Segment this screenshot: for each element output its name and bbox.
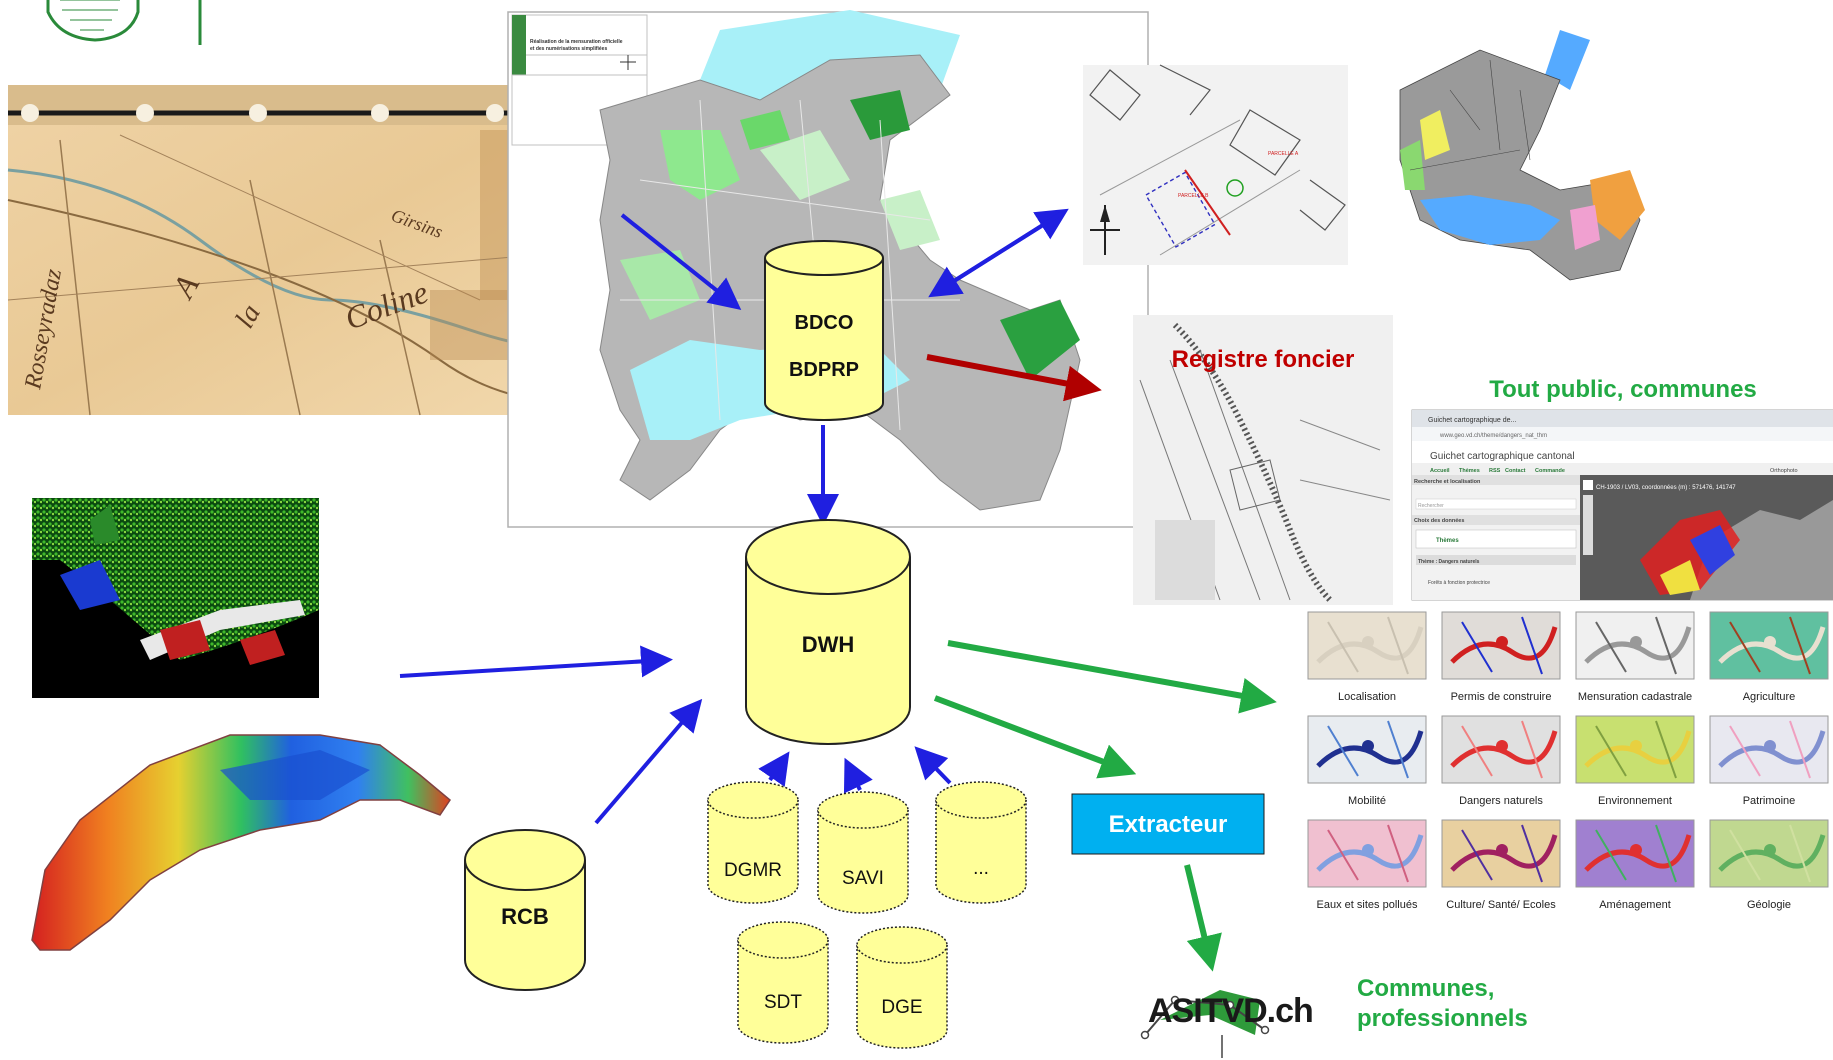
db-label-dwh: DWH xyxy=(802,632,855,657)
lidar-image xyxy=(32,498,319,698)
bathymetry-lake-image xyxy=(31,734,451,951)
browser-tab-title[interactable]: Guichet cartographique de... xyxy=(1428,417,1516,424)
db-label-rcb: RCB xyxy=(501,904,549,929)
arrow-rcb-to-dwh xyxy=(594,698,703,825)
db-bdco-bdprp: BDCO BDPRP xyxy=(764,240,884,421)
arrow-savi-to-dwh xyxy=(843,757,873,794)
browser-data-choice: Choix des données xyxy=(1414,518,1464,524)
communes-map xyxy=(1399,30,1645,281)
tout-public-label: Tout public, communes xyxy=(1489,376,1757,403)
theme-label-mensuration-cadastrale: Mensuration cadastrale xyxy=(1578,691,1692,703)
db-dwh: DWH xyxy=(745,519,911,745)
theme-label-dangers-naturels: Dangers naturels xyxy=(1459,795,1543,807)
parcel-b-label: PARCELLE B xyxy=(1178,193,1209,199)
theme-thumbnail-eaux-et-sites-pollu-s[interactable]: Eaux et sites pollués xyxy=(1307,819,1427,911)
theme-thumbnail-g-ologie[interactable]: Géologie xyxy=(1709,819,1829,911)
theme-label-patrimoine: Patrimoine xyxy=(1743,795,1796,807)
theme-thumbnails: Localisation Permis de construire Mensurat… xyxy=(1307,611,1829,911)
db-label-savi: SAVI xyxy=(842,868,884,889)
browser-search-input[interactable]: Rechercher xyxy=(1418,503,1444,509)
db-dge: DGE xyxy=(856,926,948,1049)
theme-thumbnail-am-nagement[interactable]: Aménagement xyxy=(1575,819,1695,911)
db-sdt: SDT xyxy=(737,921,829,1044)
registre-foncier-plan xyxy=(1133,315,1393,605)
arrow-survey-to-bdco xyxy=(928,211,1064,298)
theme-thumbnail-patrimoine[interactable]: Patrimoine xyxy=(1709,715,1829,807)
theme-thumbnail-culture-sant-ecoles[interactable]: Culture/ Santé/ Ecoles xyxy=(1441,819,1561,911)
vaud-shield-logo xyxy=(46,0,202,45)
browser-search-label: Recherche et localisation xyxy=(1414,479,1481,485)
map-title-line1: Réalisation de la mensuration officielle xyxy=(530,39,623,45)
theme-label-permis-de-construire: Permis de construire xyxy=(1451,691,1552,703)
database-cylinders: BDCO BDPRP DWH RCB DGMR SAVI... SDT DGE xyxy=(464,240,1027,1049)
theme-thumbnail-mobilit[interactable]: Mobilité xyxy=(1307,715,1427,807)
extracteur-box: Extracteur xyxy=(1071,793,1265,855)
db-label-bdprp: BDPRP xyxy=(789,359,859,381)
theme-thumbnail-permis-de-construire[interactable]: Permis de construire xyxy=(1441,611,1561,703)
db-label-sdt: SDT xyxy=(764,992,802,1013)
browser-nav-1[interactable]: Thèmes xyxy=(1459,468,1480,474)
db-savi: SAVI xyxy=(817,791,909,914)
db-label-bdco: BDCO xyxy=(795,312,854,334)
asit-vd-logo: ASITVD.ch xyxy=(1140,990,1314,1058)
communes-pro-label-line1: Communes, xyxy=(1357,975,1494,1002)
browser-coords: CH-1903 / LV03, coordonnées (m) : 571476… xyxy=(1596,485,1736,491)
browser-layer-1[interactable]: Forêts à fonction protectrice xyxy=(1428,580,1490,586)
browser-basemap[interactable]: Orthophoto xyxy=(1770,468,1798,474)
arrow-extracteur-to-asit xyxy=(1184,864,1222,972)
theme-label-am-nagement: Aménagement xyxy=(1599,899,1671,911)
db-label-dge: DGE xyxy=(881,997,922,1018)
asit-logo-text: ASITVD.ch xyxy=(1148,992,1313,1030)
db-rcb: RCB xyxy=(464,829,586,991)
theme-thumbnail-mensuration-cadastrale[interactable]: Mensuration cadastrale xyxy=(1575,611,1695,703)
browser-theme-name: Thème : Dangers naturels xyxy=(1418,559,1480,565)
communes-pro-label-line2: professionnels xyxy=(1357,1005,1528,1032)
arrow-plan-to-bdco xyxy=(620,213,742,310)
theme-thumbnail-agriculture[interactable]: Agriculture xyxy=(1709,611,1829,703)
db-label-dgmr: DGMR xyxy=(724,860,782,881)
north-arrow-icon xyxy=(1090,205,1120,255)
parcel-a-label: PARCELLE A xyxy=(1268,151,1299,157)
extracteur-label: Extracteur xyxy=(1109,811,1228,838)
map-title-line2: et des numérisations simplifiées xyxy=(530,46,607,52)
theme-label-mobilit: Mobilité xyxy=(1348,795,1386,807)
db-label-more: ... xyxy=(973,858,989,879)
browser-nav-3[interactable]: Contact xyxy=(1505,468,1526,474)
arrow-dwh-to-extracteur xyxy=(933,695,1137,779)
arrow-dwh-to-themes xyxy=(947,640,1277,714)
survey-plan-image: PARCELLE A PARCELLE B xyxy=(1083,64,1348,265)
theme-label-agriculture: Agriculture xyxy=(1743,691,1796,703)
browser-nav-0[interactable]: Accueil xyxy=(1430,468,1450,474)
theme-thumbnail-environnement[interactable]: Environnement xyxy=(1575,715,1695,807)
browser-nav-4[interactable]: Commande xyxy=(1535,468,1565,474)
browser-themes-select[interactable]: Thèmes xyxy=(1436,538,1459,544)
browser-nav-2[interactable]: RSS xyxy=(1489,468,1501,474)
theme-label-g-ologie: Géologie xyxy=(1747,899,1791,911)
registre-foncier-label: Registre foncier xyxy=(1172,346,1355,373)
arrow-bdco-to-registre xyxy=(926,354,1102,402)
browser-app-title: Guichet cartographique cantonal xyxy=(1430,451,1575,462)
theme-label-environnement: Environnement xyxy=(1598,795,1672,807)
db-dgmr: DGMR xyxy=(707,781,799,904)
browser-url[interactable]: www.geo.vd.ch/theme/dangers_nat_thm xyxy=(1439,433,1547,439)
theme-label-eaux-et-sites-pollu-s: Eaux et sites pollués xyxy=(1317,899,1418,911)
theme-thumbnail-dangers-naturels[interactable]: Dangers naturels xyxy=(1441,715,1561,807)
browser-screenshot: Guichet cartographique de... www.geo.vd.… xyxy=(1411,409,1833,601)
db-more: ... xyxy=(935,781,1027,904)
arrows xyxy=(399,208,1277,972)
theme-label-localisation: Localisation xyxy=(1338,691,1396,703)
arrow-more-to-dwh xyxy=(914,746,952,785)
arrow-dgmr-to-dwh xyxy=(758,751,790,787)
theme-thumbnail-localisation[interactable]: Localisation xyxy=(1307,611,1427,703)
arrow-lidar-to-dwh xyxy=(399,645,673,678)
theme-label-culture-sant-ecoles: Culture/ Santé/ Ecoles xyxy=(1446,899,1556,911)
